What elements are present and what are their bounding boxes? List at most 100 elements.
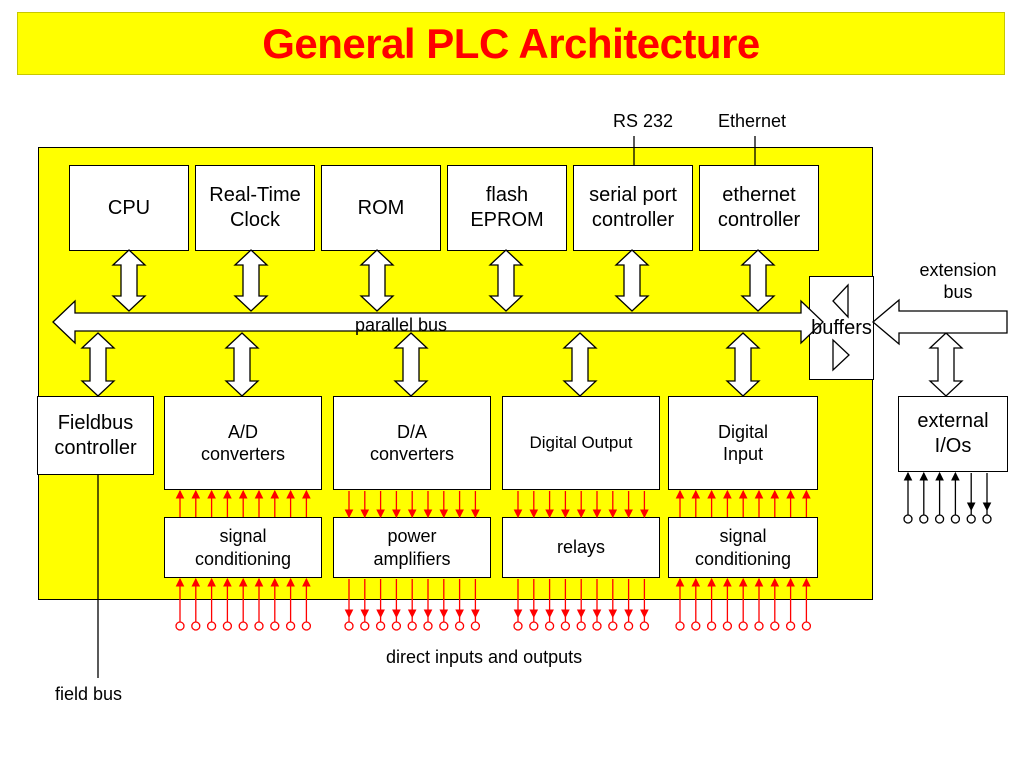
parallel-bus-arrow	[52, 299, 824, 345]
arrow-down-icon	[529, 609, 539, 619]
da-label-line1: D/A	[396, 421, 427, 442]
din-terminal-icon	[738, 621, 748, 631]
ad-terminal-icon	[254, 621, 264, 631]
dout-terminal-icon	[592, 621, 602, 631]
ext-io-terminal-icon	[919, 514, 929, 524]
arrow-down-icon	[407, 609, 417, 619]
serial-label-line1: serial port	[589, 184, 677, 206]
arrow-down-icon	[966, 502, 976, 512]
dout-terminal-icon	[513, 621, 523, 631]
parallel-bus-label: parallel bus	[355, 315, 448, 335]
da-terminal-icon	[344, 621, 354, 631]
arrow-down-icon	[561, 609, 570, 619]
din-terminal-icon	[785, 621, 796, 631]
fieldbus-label-line1: Fieldbus	[57, 411, 134, 434]
flash-bus-arrow	[488, 249, 524, 312]
arrow-down-icon	[640, 609, 649, 619]
din-terminal-icon	[801, 621, 812, 631]
arrow-up-icon	[935, 471, 944, 481]
arrow-down-icon	[576, 609, 586, 619]
arrow-up-icon	[302, 489, 311, 499]
arrow-up-icon	[191, 489, 201, 499]
rtc-module: Real-Time Clock	[195, 165, 315, 251]
buffers-label: buffers	[811, 316, 872, 339]
fieldbus-controller: Fieldbus controller	[37, 396, 154, 475]
arrow-down-icon	[344, 509, 354, 519]
ext-io-terminal-icon	[950, 514, 961, 524]
ext-io-terminal-icon	[903, 514, 913, 524]
rom-module: ROM	[321, 165, 441, 251]
arrow-up-icon	[238, 577, 248, 587]
signal1-line1: signal	[219, 526, 267, 546]
arrow-down-icon	[423, 509, 433, 519]
da-terminal-icon	[391, 621, 402, 631]
ethernet-label-line2: controller	[717, 209, 801, 231]
serial-bus-arrow	[614, 249, 650, 312]
arrow-up-icon	[270, 489, 280, 499]
arrow-down-icon	[376, 609, 385, 619]
arrow-up-icon	[675, 577, 685, 587]
signal2-line1: signal	[719, 526, 767, 546]
arrow-up-icon	[254, 577, 264, 587]
rtc-label-line1: Real-Time	[209, 184, 301, 206]
flash-module: flash EPROM	[447, 165, 567, 251]
ad-terminal-icon	[206, 621, 217, 631]
din-terminal-icon	[770, 621, 780, 631]
arrow-up-icon	[738, 489, 748, 499]
ext-io-terminal-icon	[934, 514, 945, 524]
signal-conditioning-2: signal conditioning	[668, 517, 818, 578]
arrow-down-icon	[529, 509, 539, 519]
arrow-up-icon	[207, 489, 216, 499]
buffer-triangle-right-icon	[832, 338, 850, 372]
da-terminal-icon	[375, 621, 386, 631]
rtc-bus-arrow	[233, 249, 269, 312]
arrow-up-icon	[786, 577, 795, 587]
extio-label-line2: I/Os	[934, 435, 972, 457]
da-terminal-icon	[360, 621, 370, 631]
ad-converters: A/D converters	[164, 396, 322, 490]
dout-terminal-icon	[639, 621, 650, 631]
arrow-down-icon	[592, 509, 602, 519]
arrow-up-icon	[754, 577, 764, 587]
ad-terminal-icon	[191, 621, 201, 631]
relays-label: relays	[556, 537, 605, 558]
arrow-up-icon	[238, 489, 248, 499]
arrow-down-icon	[471, 509, 480, 519]
dout-terminal-icon	[608, 621, 618, 631]
din-bus-arrow	[725, 332, 761, 397]
arrow-down-icon	[592, 609, 602, 619]
digital-input: Digital Input	[668, 396, 818, 490]
din-terminal-icon	[706, 621, 717, 631]
power-amplifiers: power amplifiers	[333, 517, 491, 578]
extension-bus-line1: extension	[919, 260, 997, 280]
arrow-down-icon	[513, 609, 523, 619]
arrow-up-icon	[270, 577, 280, 587]
ad-label-line2: converters	[200, 444, 286, 464]
arrow-down-icon	[455, 509, 464, 519]
arrow-up-icon	[286, 577, 295, 587]
ad-terminal-icon	[238, 621, 248, 631]
arrow-down-icon	[407, 509, 417, 519]
arrow-down-icon	[624, 509, 633, 519]
fieldbus-bus-arrow	[80, 332, 116, 397]
arrow-up-icon	[302, 577, 311, 587]
power-line2: amplifiers	[373, 548, 451, 569]
cpu-label: CPU	[107, 196, 151, 219]
arrow-up-icon	[723, 577, 732, 587]
da-label-line2: converters	[369, 444, 455, 464]
serial-label-line2: controller	[591, 209, 675, 231]
arrow-down-icon	[423, 609, 433, 619]
extension-bus-label: extension bus	[908, 260, 1008, 303]
da-converters: D/A converters	[333, 396, 491, 490]
arrow-down-icon	[576, 509, 586, 519]
arrow-down-icon	[561, 509, 570, 519]
da-terminal-icon	[407, 621, 417, 631]
arrow-up-icon	[707, 577, 716, 587]
rs232-label: RS 232	[613, 111, 674, 131]
arrow-down-icon	[392, 509, 401, 519]
arrow-down-icon	[439, 609, 449, 619]
dout-terminal-icon	[529, 621, 539, 631]
external-io-arrow	[928, 332, 964, 397]
arrow-down-icon	[360, 609, 370, 619]
